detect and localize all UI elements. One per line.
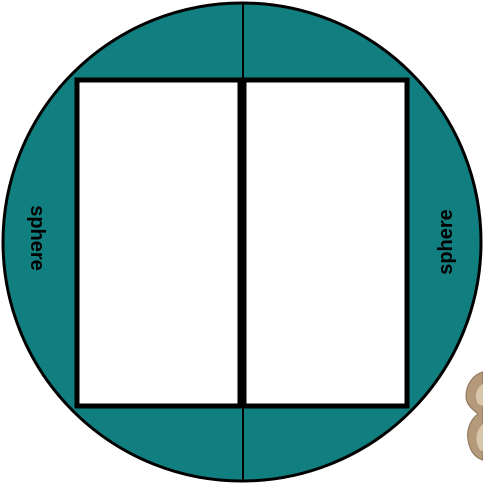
ornament-image [466, 372, 483, 460]
right-sphere-label: sphere [435, 209, 457, 275]
left-sphere-label: sphere [26, 205, 48, 271]
left-panel [77, 80, 240, 406]
right-panel [244, 80, 407, 406]
